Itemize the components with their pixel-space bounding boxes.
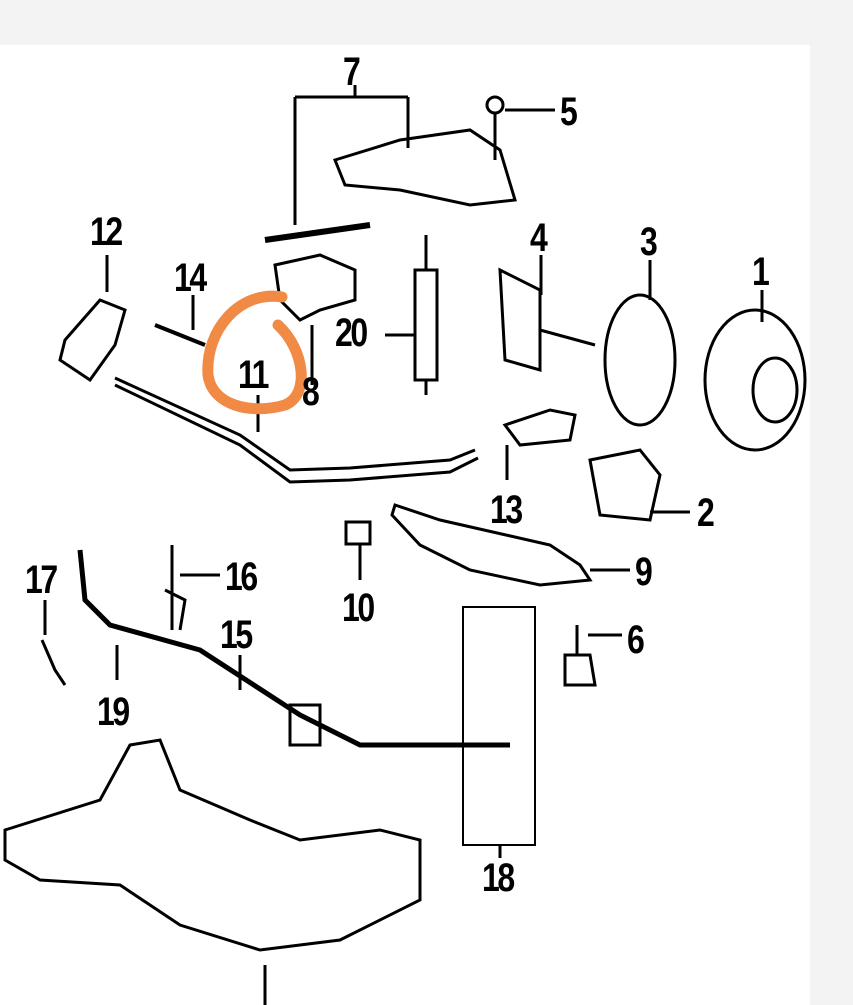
callout-20: 20 bbox=[335, 311, 368, 355]
callout-7: 7 bbox=[343, 50, 361, 94]
crossmember bbox=[3, 738, 422, 952]
callout-11: 11 bbox=[238, 353, 269, 397]
stabilizer-bushing bbox=[288, 703, 322, 747]
stabilizer-bar bbox=[77, 549, 510, 748]
callout-17: 17 bbox=[25, 558, 58, 602]
parts-diagram bbox=[0, 45, 810, 1005]
callout-15: 15 bbox=[220, 613, 253, 657]
callout-15-19-leaders bbox=[115, 645, 242, 690]
upper-control-arm bbox=[333, 128, 517, 207]
callout-13: 13 bbox=[490, 488, 523, 532]
cross-shaft bbox=[264, 222, 371, 243]
callout-12: 12 bbox=[90, 210, 123, 254]
upper-ball-joint bbox=[485, 95, 505, 115]
rotor-hub bbox=[751, 356, 799, 424]
spindle bbox=[498, 267, 596, 372]
callout-14: 14 bbox=[174, 256, 207, 300]
callout-18: 18 bbox=[482, 856, 515, 900]
callout-1: 1 bbox=[752, 250, 770, 294]
callout-10: 10 bbox=[342, 586, 375, 630]
callout-9: 9 bbox=[635, 550, 653, 594]
stabilizer-clamp bbox=[40, 639, 67, 686]
shock-absorber bbox=[413, 268, 439, 382]
callout-7-leader bbox=[293, 85, 410, 225]
stabilizer-bracket bbox=[164, 545, 187, 631]
tie-rod-end bbox=[154, 323, 206, 347]
callout-8: 8 bbox=[302, 370, 320, 414]
callout-6: 6 bbox=[627, 618, 645, 662]
bushing bbox=[344, 520, 372, 546]
tie-rod-end-outer bbox=[502, 408, 577, 447]
lower-control-arm bbox=[390, 503, 593, 587]
lower-ball-joint bbox=[563, 625, 622, 687]
highlight-circle bbox=[202, 290, 307, 415]
splash-shield bbox=[603, 293, 677, 427]
callout-5-leader bbox=[493, 108, 555, 160]
callout-20-leader bbox=[385, 235, 428, 395]
brake-caliper bbox=[588, 448, 662, 522]
callout-4: 4 bbox=[530, 216, 548, 260]
link-kit-box bbox=[462, 606, 536, 846]
callout-3: 3 bbox=[640, 220, 658, 264]
callout-16: 16 bbox=[225, 555, 258, 599]
callout-2: 2 bbox=[697, 491, 715, 535]
callout-5: 5 bbox=[560, 90, 578, 134]
brake-rotor bbox=[703, 308, 807, 452]
center-link bbox=[114, 376, 479, 484]
callout-19: 19 bbox=[97, 690, 130, 734]
bracket bbox=[273, 253, 357, 322]
idler-arm bbox=[58, 298, 127, 383]
